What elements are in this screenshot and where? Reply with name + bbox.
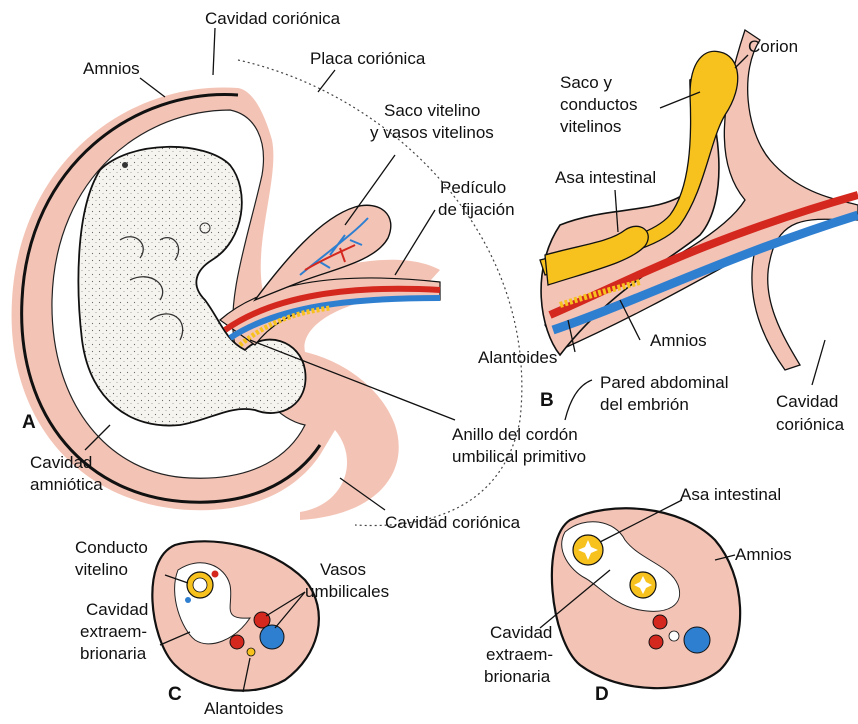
- leader-cavidad-corionica-top: [213, 28, 215, 75]
- label-a-amnios: Amnios: [83, 59, 140, 78]
- vitelline-vein-c: [185, 597, 191, 603]
- umbilical-artery-c2: [230, 635, 244, 649]
- label-d-amnios: Amnios: [735, 545, 792, 564]
- embryo-eye: [122, 162, 128, 168]
- label-c-cavidad-3: brionaria: [80, 644, 147, 663]
- panel-c: [152, 541, 319, 692]
- label-b-cavidad-2: coriónica: [776, 415, 845, 434]
- label-a-saco-vitelino-2: y vasos vitelinos: [370, 123, 494, 142]
- panel-label-c: C: [168, 684, 182, 705]
- label-c-vasos-2: umbilicales: [305, 582, 389, 601]
- label-c-cavidad-1: Cavidad: [86, 600, 148, 619]
- label-d-cavidad-2: extraem-: [486, 645, 553, 664]
- label-b-saco-3: vitelinos: [560, 117, 621, 136]
- label-c-conducto-1: Conducto: [75, 538, 148, 557]
- label-a-cavidad-amniotica-2: amniótica: [30, 475, 103, 494]
- panel-label-d: D: [595, 684, 609, 705]
- leader-pared: [565, 380, 592, 420]
- label-b-alantoides: Alantoides: [478, 348, 557, 367]
- leader-placa: [318, 70, 335, 92]
- label-c-cavidad-2: extraem-: [80, 622, 147, 641]
- umbilical-vein-c: [260, 625, 284, 649]
- umbilical-artery-d2: [649, 635, 663, 649]
- label-b-cavidad-1: Cavidad: [776, 392, 838, 411]
- label-b-corion: Corion: [748, 37, 798, 56]
- panel-label-b: B: [540, 390, 554, 411]
- panel-d: [540, 500, 740, 688]
- panel-label-a: A: [22, 412, 36, 433]
- label-a-cavidad-amniotica-1: Cavidad: [30, 453, 92, 472]
- label-a-pediculo-2: de fijación: [438, 200, 515, 219]
- label-b-amnios: Amnios: [650, 331, 707, 350]
- allantois-c: [247, 648, 255, 656]
- label-b-pared-2: del embrión: [600, 395, 689, 414]
- umbilical-artery-d1: [653, 615, 667, 629]
- label-a-pediculo-1: Pedículo: [440, 178, 506, 197]
- label-a-anillo-2: umbilical primitivo: [452, 447, 586, 466]
- vitelline-duct-lumen-c: [193, 578, 207, 592]
- label-a-cavidad-corionica-top: Cavidad coriónica: [205, 9, 341, 28]
- allantois-d: [669, 631, 679, 641]
- label-a-anillo-1: Anillo del cordón: [452, 425, 578, 444]
- label-a-placa-corionica: Placa coriónica: [310, 49, 426, 68]
- label-c-conducto-2: vitelino: [75, 560, 128, 579]
- label-d-cavidad-3: brionaria: [484, 667, 551, 686]
- label-b-asa-intestinal: Asa intestinal: [555, 168, 656, 187]
- label-c-vasos-1: Vasos: [320, 560, 366, 579]
- cord-section-c: [152, 541, 319, 690]
- vitelline-artery-c: [212, 571, 219, 578]
- umbilical-vein-d: [684, 627, 710, 653]
- label-a-saco-vitelino-1: Saco vitelino: [384, 101, 480, 120]
- leader-cavidad-b: [812, 340, 825, 385]
- label-b-saco-1: Saco y: [560, 73, 612, 92]
- label-a-cavidad-corionica-bottom: Cavidad coriónica: [385, 513, 521, 532]
- label-d-asa-intestinal: Asa intestinal: [680, 485, 781, 504]
- label-b-saco-2: conductos: [560, 95, 638, 114]
- label-d-cavidad-1: Cavidad: [490, 623, 552, 642]
- label-c-alantoides: Alantoides: [204, 699, 283, 718]
- leader-amnios-a: [140, 78, 165, 97]
- label-b-pared-1: Pared abdominal: [600, 373, 729, 392]
